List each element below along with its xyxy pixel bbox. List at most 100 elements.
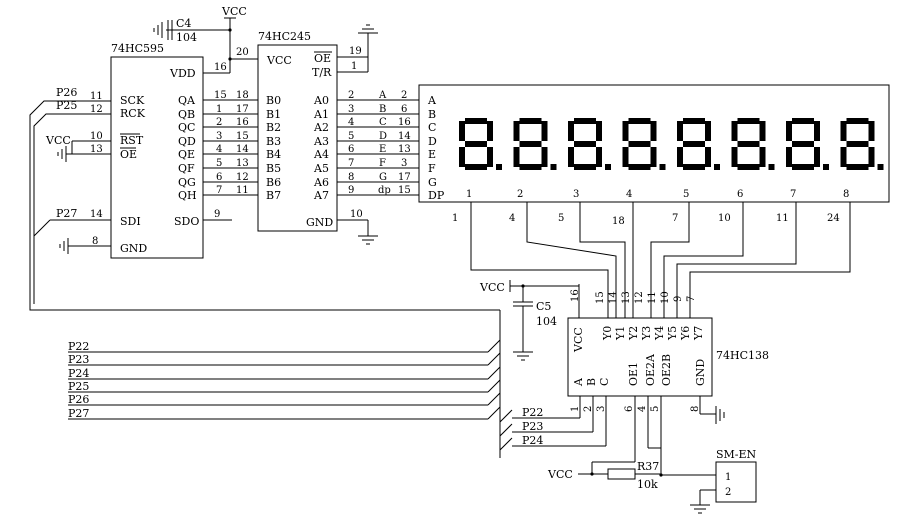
common-pin-1: 1 <box>452 213 458 224</box>
chip-74hc138: 74HC138 VCC 16 Y0 Y1 Y2 Y3 Y4 Y5 Y6 Y7 1… <box>567 284 769 475</box>
capacitor-c5: C5 104 <box>513 300 557 328</box>
common-pin-3: 5 <box>558 213 564 224</box>
sm-en-name: SM-EN <box>716 448 757 461</box>
segment <box>868 121 875 141</box>
pin-qb-number: 1 <box>216 104 222 115</box>
pin-a3-number: 5 <box>348 131 354 142</box>
pin-b1-number: 17 <box>236 104 249 115</box>
pin-19-number: 19 <box>349 46 362 57</box>
pin-vcc-245-label: VCC <box>266 54 292 67</box>
ground-symbol-138 <box>715 406 725 424</box>
pin-qf-label: QF <box>178 162 195 175</box>
ground-symbol-595-gnd <box>59 238 69 254</box>
ground-symbol-sm-en <box>690 504 710 514</box>
pin-a4-label: A4 <box>313 148 329 161</box>
common-pin-8: 24 <box>827 213 840 224</box>
digit-numbers: 1 2 3 4 5 6 7 8 <box>466 189 849 200</box>
seg-d-pin: 14 <box>398 131 411 142</box>
pin-a7-label: A7 <box>313 189 329 202</box>
c5-name: C5 <box>536 300 551 313</box>
segment <box>705 147 711 167</box>
segment <box>792 141 814 147</box>
seg-name-dp: DP <box>428 189 445 202</box>
seg-name-d: D <box>428 135 437 148</box>
segment <box>465 164 487 170</box>
pin-a1-number: 3 <box>348 104 354 115</box>
vcc-label-595: VCC <box>45 134 71 147</box>
digit-8-number: 8 <box>843 189 849 200</box>
pin-11-number: 11 <box>90 91 103 102</box>
decimal-point <box>496 164 502 170</box>
seg-name-g: G <box>428 176 437 189</box>
decimal-point <box>550 164 557 170</box>
bus-p24-label: P24 <box>68 367 89 380</box>
chip-74hc245-name: 74HC245 <box>258 30 311 43</box>
pin-b0-label: B0 <box>266 94 281 107</box>
pin-13-number: 13 <box>90 144 103 155</box>
pin-qd-number: 3 <box>216 131 222 142</box>
pin-y3-number: 12 <box>634 291 645 304</box>
segment <box>868 147 875 167</box>
segment <box>677 147 683 167</box>
pin-y2-label: Y2 <box>627 326 640 341</box>
pin-y5-label: Y5 <box>666 326 679 341</box>
digit-1-number: 1 <box>466 189 472 200</box>
pin-qd-label: QD <box>178 135 196 148</box>
segment <box>792 164 814 170</box>
segment <box>459 121 465 141</box>
pin-vcc-138-label: VCC <box>572 327 585 353</box>
net-f-label: F <box>379 158 386 169</box>
segment <box>759 147 766 167</box>
segment <box>622 121 629 141</box>
segment <box>737 164 760 170</box>
segment <box>513 121 520 141</box>
common-pin-7: 11 <box>776 213 789 224</box>
digit-glyph <box>840 118 884 170</box>
segment <box>465 118 487 124</box>
pin-y3-label: Y3 <box>640 326 653 341</box>
pin-14-number: 14 <box>90 209 103 220</box>
seg-name-f: F <box>428 162 436 175</box>
digit-glyph <box>459 118 502 170</box>
pin-qh-label: QH <box>178 189 197 202</box>
segment <box>628 118 651 124</box>
port-p27-label: P27 <box>56 207 77 220</box>
pin-y4-number: 11 <box>647 291 658 304</box>
segment <box>814 147 820 167</box>
decimal-point <box>877 164 884 170</box>
seven-segment-display: A B C D E F G DP 1 2 3 4 5 6 7 8 <box>418 84 890 203</box>
seg-b-pin: 6 <box>401 104 407 115</box>
digit-glyph <box>731 118 775 170</box>
net-g-label: G <box>379 172 387 183</box>
pin-qa-number: 15 <box>214 90 227 101</box>
r37-value: 10k <box>637 478 658 491</box>
bus-p26-label: P26 <box>68 393 89 406</box>
pin-b4-label: B4 <box>266 148 281 161</box>
segment <box>519 164 542 170</box>
pin-a7-number: 9 <box>348 185 354 196</box>
pin-oe2b-label: OE2B <box>660 354 673 386</box>
pin-qh-number: 7 <box>216 185 222 196</box>
qa-qh-pins: QA QB QC QD QE QF QG QH 15 1 2 3 4 5 6 7… <box>178 90 258 202</box>
pin-b7-label: B7 <box>266 189 281 202</box>
segment <box>814 121 820 141</box>
common-pin-2: 4 <box>509 213 515 224</box>
pin-oe-245-label: OE <box>314 52 331 65</box>
pin-gnd-245-label: GND <box>306 216 333 229</box>
digit-5-number: 5 <box>683 189 689 200</box>
segment <box>650 121 657 141</box>
seg-name-c: C <box>428 121 436 134</box>
pin-b5-label: B5 <box>266 162 281 175</box>
segment <box>786 147 792 167</box>
pin-a5-number: 7 <box>348 158 354 169</box>
display-body <box>418 84 890 203</box>
seg-name-b: B <box>428 108 436 121</box>
decimal-point <box>768 164 775 170</box>
pin-y7-label: Y7 <box>692 326 705 341</box>
pin-1-138-number: 1 <box>570 406 581 412</box>
ground-symbol-595-oe <box>57 146 72 162</box>
segment <box>622 147 629 167</box>
capacitor-c4: C4 104 <box>167 17 197 44</box>
seg-dp-pin: 15 <box>398 185 411 196</box>
segment <box>596 147 602 167</box>
